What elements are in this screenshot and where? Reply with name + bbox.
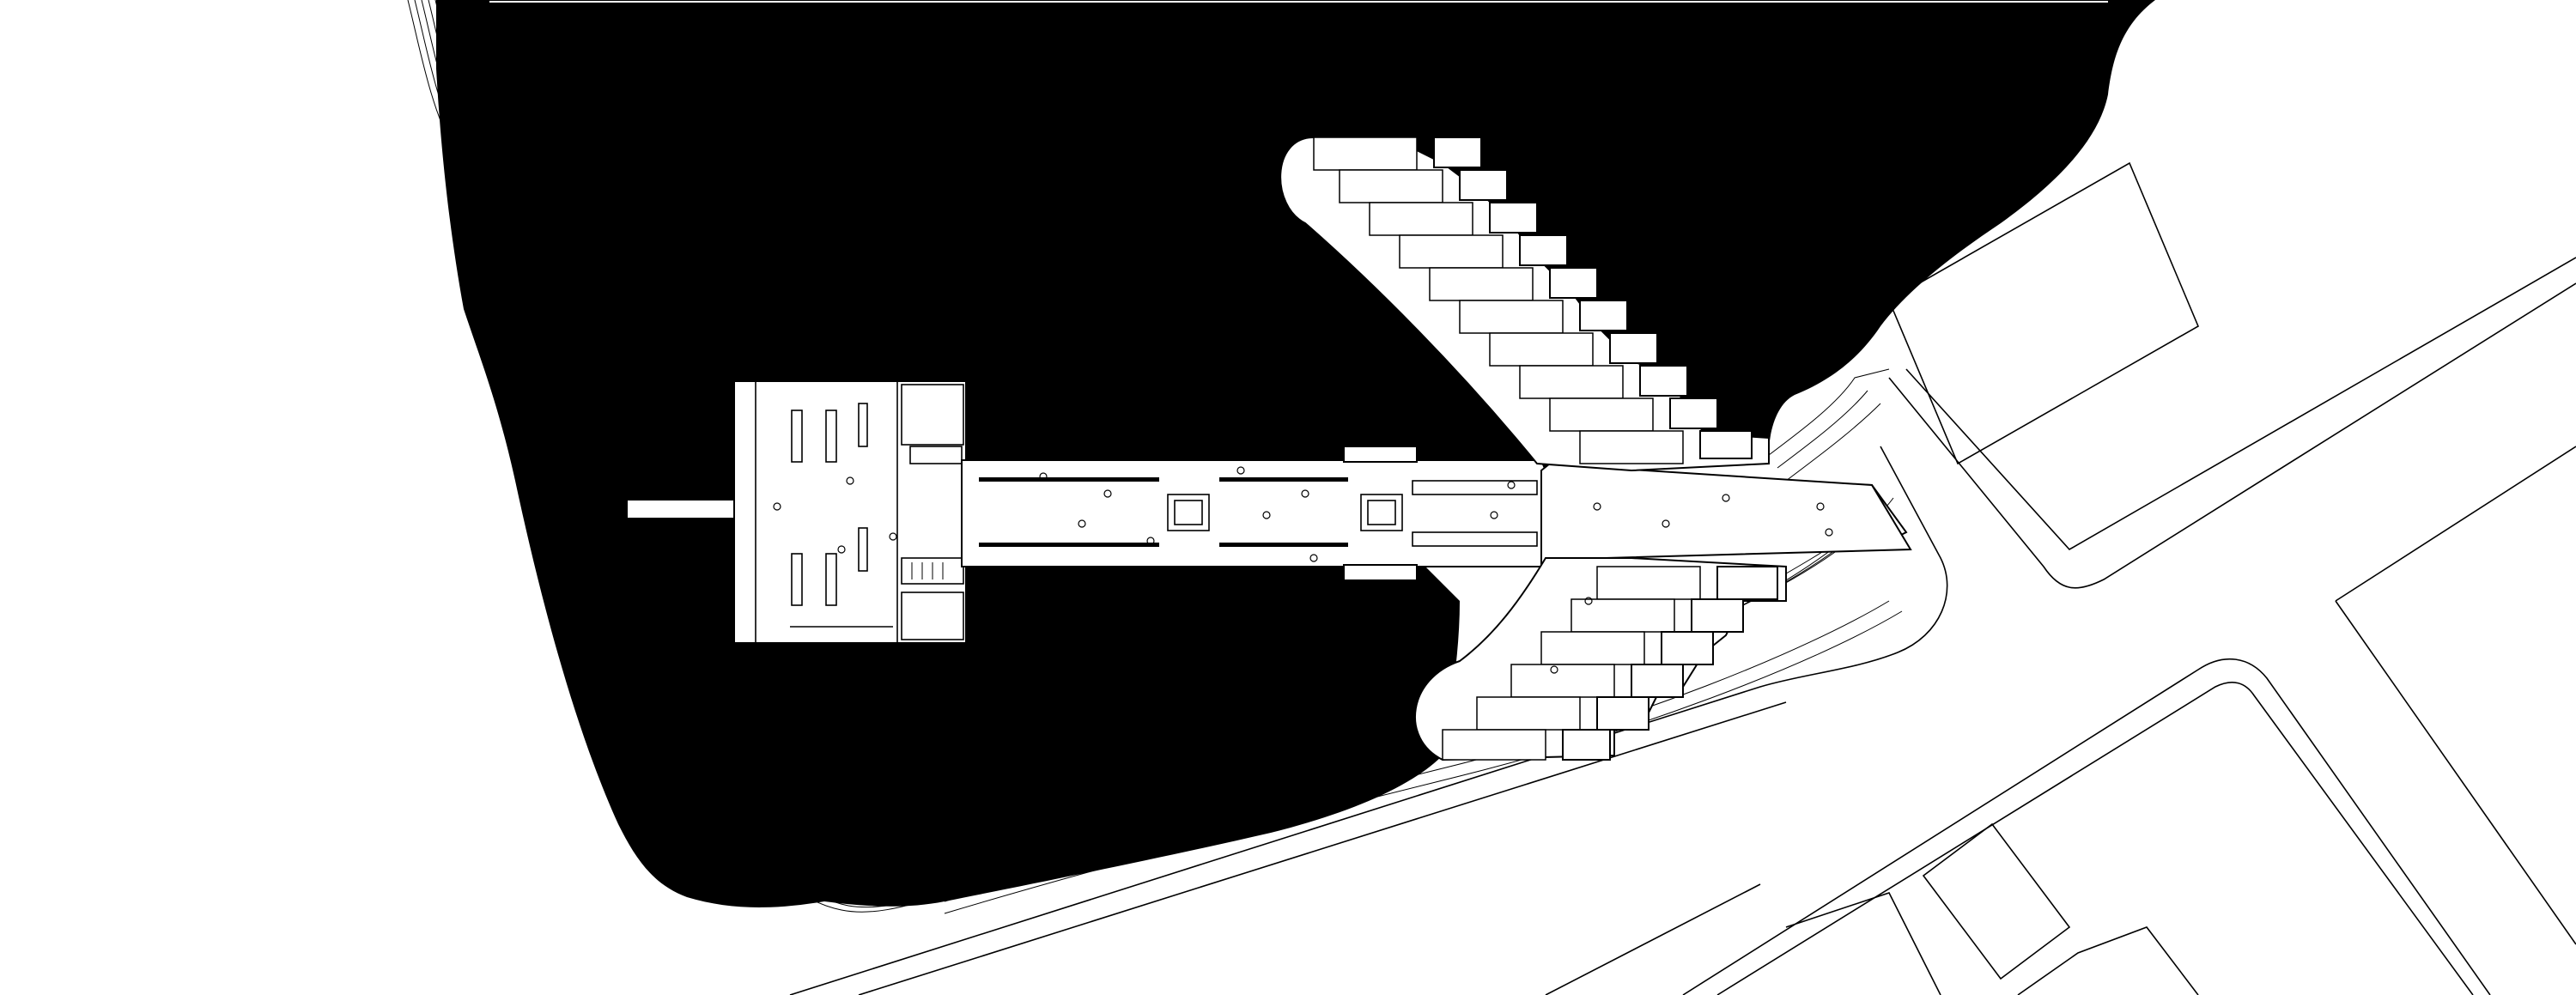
housing-south-units <box>1442 566 1778 761</box>
pavilion-building <box>733 380 967 644</box>
lake-water <box>436 0 2155 907</box>
shoreline-contours-west <box>407 0 997 913</box>
site-furniture <box>773 466 1833 674</box>
housing-north-units <box>1313 137 1753 464</box>
shoreline-contours-east <box>1768 368 1890 482</box>
promenade-details <box>979 446 1538 581</box>
street-network <box>789 161 2576 995</box>
